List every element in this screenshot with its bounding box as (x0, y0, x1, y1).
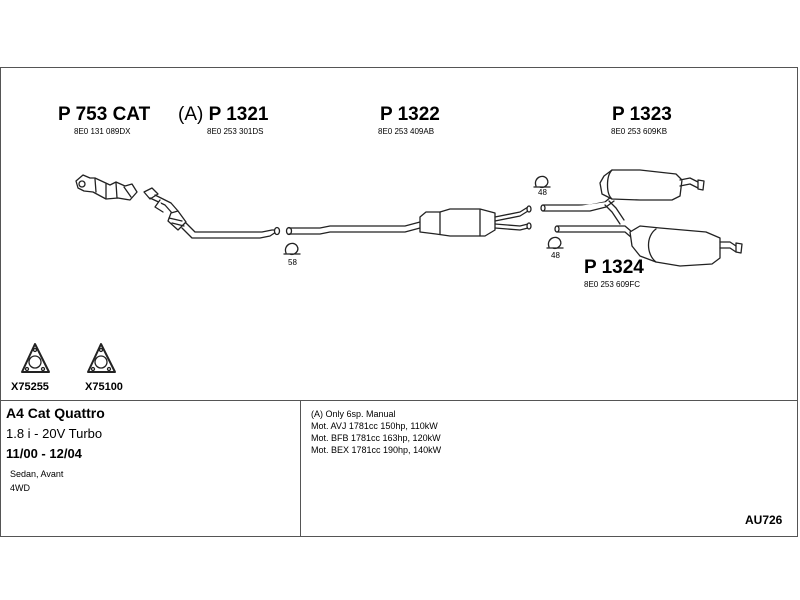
vehicle-drive: 4WD (10, 483, 30, 493)
divider-horizontal (0, 400, 798, 401)
note-line: Mot. AVJ 1781cc 150hp, 110kW (311, 421, 438, 431)
part-number-p1322[interactable]: P 1322 (380, 104, 440, 125)
fitment-notes: (A) Only 6sp. Manual Mot. AVJ 1781cc 150… (311, 408, 441, 456)
rear-silencer-upper (540, 169, 705, 225)
vehicle-years: 11/00 - 12/04 (6, 446, 82, 461)
oe-number-p1324: 8E0 253 609FC (584, 280, 641, 289)
part-number-p1324[interactable]: P 1324 (584, 257, 644, 278)
clamp-top (533, 175, 551, 189)
diagram-code: AU726 (745, 513, 783, 527)
part-number-p1321[interactable]: (A) P 1321 (178, 104, 269, 125)
oe-number-p1321: 8E0 253 301DS (207, 127, 264, 136)
oe-number-cat: 8E0 131 089DX (74, 127, 131, 136)
oe-number-p1322: 8E0 253 409AB (378, 127, 435, 136)
clamp-label-bottom: 48 (551, 251, 560, 260)
clamp-left (283, 242, 301, 256)
vehicle-body: Sedan, Avant (10, 469, 64, 479)
vehicle-model: A4 Cat Quattro (6, 405, 105, 421)
gasket-x75100 (87, 343, 116, 373)
gasket-label-2[interactable]: X75100 (85, 381, 123, 393)
catalytic-converter (75, 174, 138, 201)
note-line: (A) Only 6sp. Manual (311, 409, 396, 419)
part-number-p1323[interactable]: P 1323 (612, 104, 672, 125)
note-line: Mot. BFB 1781cc 163hp, 120kW (311, 433, 441, 443)
note-line: Mot. BEX 1781cc 190hp, 140kW (311, 445, 442, 455)
gasket-label-1[interactable]: X75255 (11, 381, 49, 393)
diagram-frame (0, 67, 798, 537)
divider-vertical (300, 400, 301, 537)
part-number-cat[interactable]: P 753 CAT (58, 104, 151, 125)
vehicle-engine: 1.8 i - 20V Turbo (6, 426, 103, 441)
gasket-x75255 (21, 343, 50, 373)
clamp-label-left: 58 (288, 258, 297, 267)
front-pipe (143, 187, 281, 239)
middle-pipe (285, 205, 532, 237)
clamp-label-top: 48 (538, 188, 547, 197)
oe-number-p1323: 8E0 253 609KB (611, 127, 668, 136)
rear-silencer-lower (554, 225, 743, 267)
clamp-bottom (546, 236, 564, 250)
